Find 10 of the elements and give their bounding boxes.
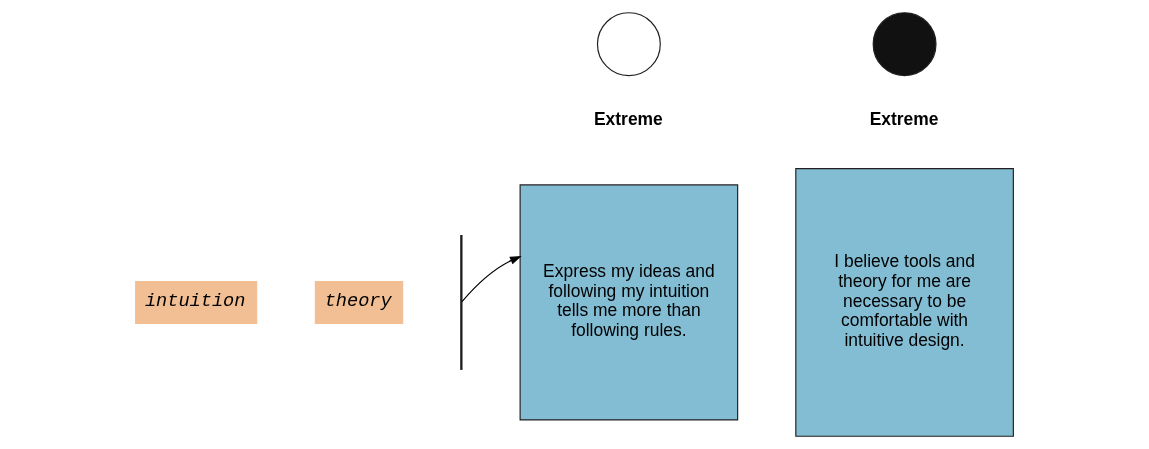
node-box: I believe tools and theory for me are necessary to be comfortable with intuitive design. xyxy=(795,168,1014,437)
node-circle xyxy=(872,12,937,77)
label: Extreme xyxy=(869,109,939,130)
node-box: theory xyxy=(314,280,404,324)
node-box: Express my ideas and following my intuition tells me more than following rules. xyxy=(519,184,739,421)
arrow xyxy=(461,256,522,303)
node-box: intuition xyxy=(135,280,258,324)
node-circle xyxy=(596,12,661,77)
node-bar xyxy=(460,234,463,370)
label: Extreme xyxy=(593,109,663,130)
